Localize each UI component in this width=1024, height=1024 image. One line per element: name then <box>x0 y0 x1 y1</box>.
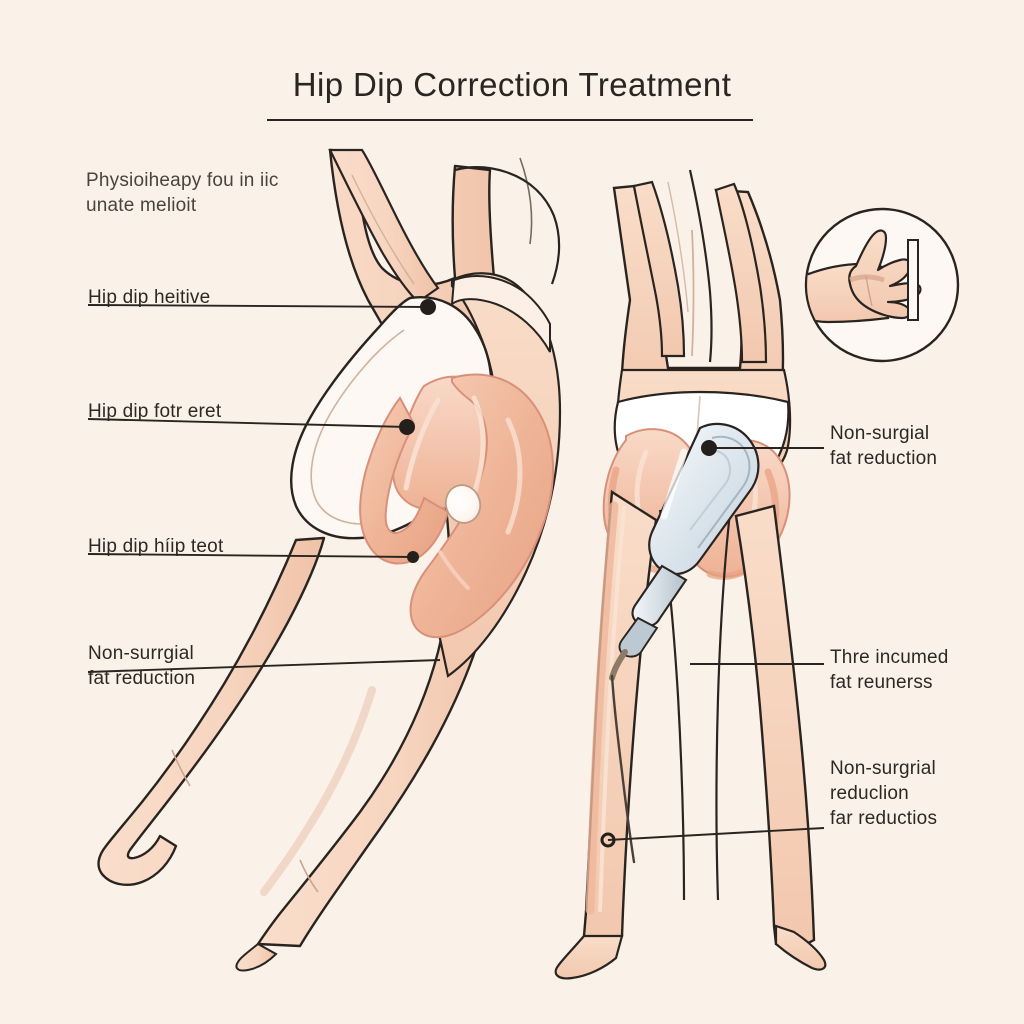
applicator-connector <box>618 616 659 658</box>
leader-lines-group <box>87 304 825 841</box>
applicator-cable <box>610 674 636 864</box>
left-figure-group <box>97 148 562 972</box>
tensor-fascia-latae <box>359 396 450 565</box>
leader-non-surgical-reduction-far <box>607 827 825 841</box>
right-arm-center-edge <box>688 169 713 363</box>
leader-hip-dip-fotr-eret <box>87 418 408 428</box>
muscle-highlight-4 <box>438 550 470 590</box>
right-foot-right <box>774 924 827 971</box>
treatment-applicator-group <box>609 422 760 864</box>
leader-hip-dip-hiip-teot <box>87 553 414 558</box>
left-back-crease <box>519 157 533 245</box>
applicator-head-inner-line <box>697 435 751 549</box>
leader-hip-dip-heitive <box>87 304 429 308</box>
inset-device-edge <box>907 239 919 321</box>
dot-device-head <box>701 440 717 456</box>
left-waist-contour <box>454 166 561 285</box>
left-rear-toe <box>235 942 278 972</box>
label-non-surgical-reduction-far: Non-surgrial reduclion far reductios <box>830 758 938 829</box>
right-inner-thigh-right <box>715 511 732 901</box>
right-arm-crease <box>667 181 689 313</box>
dot-calf <box>600 832 616 848</box>
left-ankle-crease <box>171 749 191 787</box>
right-leg-muscle-stripe-left <box>585 501 619 915</box>
label-hip-dip-heitive: Hip dip heitive <box>88 287 211 308</box>
applicator-head <box>648 422 760 576</box>
label-thre-incumed-fat-reunerss: Thre incumed fat reunerss <box>830 647 949 693</box>
hip-dip-inner-contour <box>310 329 405 525</box>
greater-trochanter-node <box>444 484 482 524</box>
label-hip-dip-hiip-teot: Hip dip híip teot <box>88 536 224 557</box>
page-title: Hip Dip Correction Treatment <box>292 66 732 103</box>
inset-palm-crease <box>865 275 873 307</box>
label-physiotherapy-note: Physioiheapy fou in iic unate melioit <box>86 170 279 216</box>
left-arm <box>328 148 440 304</box>
left-arm-crease <box>351 174 415 285</box>
right-leg-right <box>734 504 816 948</box>
right-arm-right <box>714 182 768 364</box>
right-spine-line <box>691 229 695 357</box>
leader-dots-group <box>399 299 717 848</box>
leader-non-surgical-left <box>87 659 441 673</box>
muscle-highlight-1 <box>403 397 441 491</box>
label-non-surgical-fat-reduction-left: Non-surrgial fat reduction <box>88 643 196 689</box>
left-waistband <box>450 275 551 353</box>
label-hip-dip-fotr-eret: Hip dip fotr eret <box>88 401 222 422</box>
muscle-highlight-2 <box>471 395 486 497</box>
applicator-specular <box>660 448 688 520</box>
left-front-leg <box>97 536 326 886</box>
muscle-highlight-3 <box>505 417 523 535</box>
label-non-surgical-fat-reduction-right: Non-surgial fat reduction <box>830 423 938 469</box>
hand-detail-inset-group <box>804 207 960 363</box>
right-leg-highlight-left <box>598 506 626 912</box>
left-rear-ankle-crease <box>299 859 319 893</box>
right-foot-left <box>554 934 624 980</box>
right-figure-group <box>554 169 960 980</box>
left-back-leg-shading <box>260 686 376 896</box>
title-underline <box>267 119 753 121</box>
right-arm-left <box>632 180 686 358</box>
dot-hip-dip-muscle <box>399 419 415 435</box>
dot-hip-dip-upper <box>420 299 436 315</box>
dot-hip-dip-thigh <box>407 551 419 563</box>
